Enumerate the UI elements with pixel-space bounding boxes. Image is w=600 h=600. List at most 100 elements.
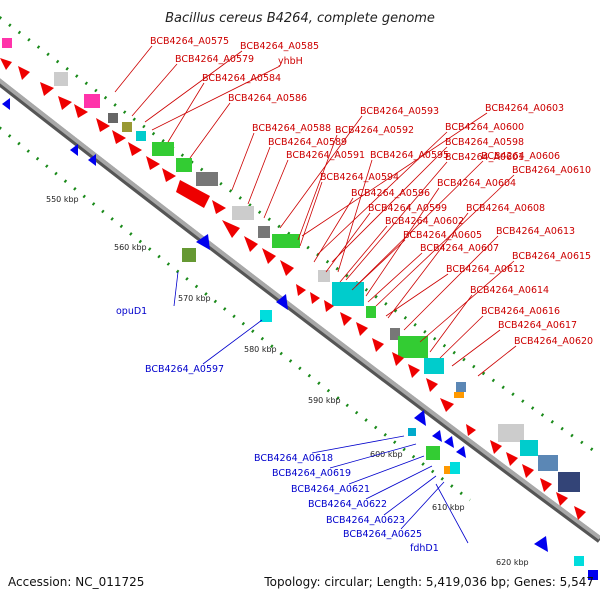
gene-label[interactable]: BCB4264_A0620 — [514, 336, 593, 347]
label-leader-line — [301, 112, 488, 237]
minus-arrow — [414, 410, 426, 426]
gene-label[interactable]: BCB4264_A0622 — [308, 499, 387, 510]
gene-label[interactable]: BCB4264_A0598 — [445, 137, 524, 148]
gene-label[interactable]: BCB4264_A0623 — [326, 515, 405, 526]
plus-arrow — [426, 378, 438, 392]
gene-label[interactable]: fdhD1 — [410, 543, 439, 554]
gene-label[interactable]: BCB4264_A0597 — [145, 364, 224, 375]
feature-block — [574, 556, 584, 566]
gene-label[interactable]: BCB4264_A0610 — [512, 165, 591, 176]
gene-label[interactable]: BCB4264_A0608 — [466, 203, 545, 214]
gene-label[interactable]: BCB4264_A0599 — [368, 203, 447, 214]
gene-label[interactable]: opuD1 — [116, 306, 147, 317]
gene-label[interactable]: BCB4264_A0614 — [470, 285, 549, 296]
gene-label[interactable]: BCB4264_A0603 — [485, 103, 564, 114]
plus-arrow — [58, 96, 72, 110]
minus-arrow — [456, 446, 466, 458]
label-leader-line — [313, 197, 354, 263]
feature-block — [272, 234, 300, 248]
plus-arrow — [222, 220, 240, 238]
plus-arrow — [296, 284, 306, 296]
gene-label[interactable]: BCB4264_A0588 — [252, 123, 331, 134]
label-leader-line — [331, 146, 448, 263]
plus-arrow — [128, 142, 142, 156]
gene-label[interactable]: BCB4264_A0595 — [370, 150, 449, 161]
label-leader-line — [131, 63, 178, 117]
gene-label[interactable]: BCB4264_A0601 — [445, 152, 524, 163]
label-leader-line — [297, 134, 338, 241]
label-leader-line — [339, 225, 388, 283]
feature-block — [54, 72, 68, 86]
feature-block — [408, 428, 416, 436]
gene-label[interactable]: BCB4264_A0586 — [228, 93, 307, 104]
plus-arrow — [40, 82, 54, 96]
feature-block — [366, 306, 376, 318]
feature-block — [332, 282, 364, 306]
label-leader-line — [263, 159, 289, 219]
gene-label[interactable]: BCB4264_A0579 — [175, 54, 254, 65]
gene-label[interactable]: BCB4264_A0589 — [268, 137, 347, 148]
label-leader-line — [348, 455, 425, 485]
feature-block — [176, 158, 192, 172]
gene-label[interactable]: BCB4264_A0593 — [360, 106, 439, 117]
gene-label[interactable]: BCB4264_A0592 — [335, 125, 414, 136]
gene-label[interactable]: BCB4264_A0602 — [385, 216, 464, 227]
gene-label[interactable]: BCB4264_A0606 — [481, 151, 560, 162]
label-leader-line — [173, 271, 179, 307]
label-leader-line — [387, 212, 469, 319]
feature-block — [538, 455, 558, 471]
gene-label[interactable]: BCB4264_A0619 — [272, 468, 351, 479]
feature-block — [122, 122, 132, 132]
gene-label[interactable]: BCB4264_A0613 — [496, 226, 575, 237]
label-leader-line — [151, 65, 281, 131]
gene-label[interactable]: BCB4264_A0605 — [403, 230, 482, 241]
minus-arrow — [196, 234, 210, 250]
label-leader-line — [400, 481, 445, 530]
plus-arrow — [146, 156, 160, 170]
label-leader-line — [383, 475, 437, 516]
feature-block — [456, 382, 466, 392]
gene-label[interactable]: BCB4264_A0618 — [254, 453, 333, 464]
plus-arrow — [392, 352, 404, 366]
label-leader-line — [317, 131, 448, 255]
gene-label[interactable]: BCB4264_A0575 — [150, 36, 229, 47]
gene-label[interactable]: BCB4264_A0600 — [445, 122, 524, 133]
gene-label[interactable]: yhbH — [278, 56, 303, 67]
gene-label[interactable]: BCB4264_A0617 — [498, 320, 577, 331]
gene-label[interactable]: BCB4264_A0604 — [437, 178, 516, 189]
feature-block — [444, 466, 450, 474]
label-leader-line — [375, 174, 515, 307]
gene-label[interactable]: BCB4264_A0615 — [512, 251, 591, 262]
feature-block — [450, 462, 460, 474]
minus-arrow — [432, 430, 442, 442]
gene-label[interactable]: BCB4264_A0584 — [202, 73, 281, 84]
label-leader-line — [435, 483, 469, 544]
label-leader-line — [403, 235, 499, 331]
gene-label[interactable]: BCB4264_A0591 — [286, 150, 365, 161]
feature-blocks-minus — [2, 98, 598, 580]
feature-block — [2, 38, 12, 48]
plus-arrow — [280, 260, 294, 276]
feature-block — [390, 328, 400, 340]
gene-label[interactable]: BCB4264_A0607 — [420, 243, 499, 254]
gene-label[interactable]: BCB4264_A0596 — [351, 188, 430, 199]
plus-arrow — [176, 180, 210, 208]
gene-label[interactable]: BCB4264_A0612 — [446, 264, 525, 275]
feature-block — [318, 270, 330, 282]
feature-block — [258, 226, 270, 238]
plus-arrow — [212, 200, 226, 214]
label-leader-line — [311, 435, 405, 454]
gene-label[interactable]: BCB4264_A0616 — [481, 306, 560, 317]
gene-label[interactable]: BCB4264_A0625 — [343, 529, 422, 540]
label-leader-line — [114, 45, 153, 93]
label-leader-line — [355, 160, 484, 287]
gene-label[interactable]: BCB4264_A0594 — [320, 172, 399, 183]
label-leader-line — [351, 239, 406, 291]
gene-label[interactable]: BCB4264_A0621 — [291, 484, 370, 495]
gene-label[interactable]: BCB4264_A0585 — [240, 41, 319, 52]
feature-block — [498, 424, 524, 442]
feature-block — [108, 113, 118, 123]
plus-arrow — [324, 300, 334, 312]
